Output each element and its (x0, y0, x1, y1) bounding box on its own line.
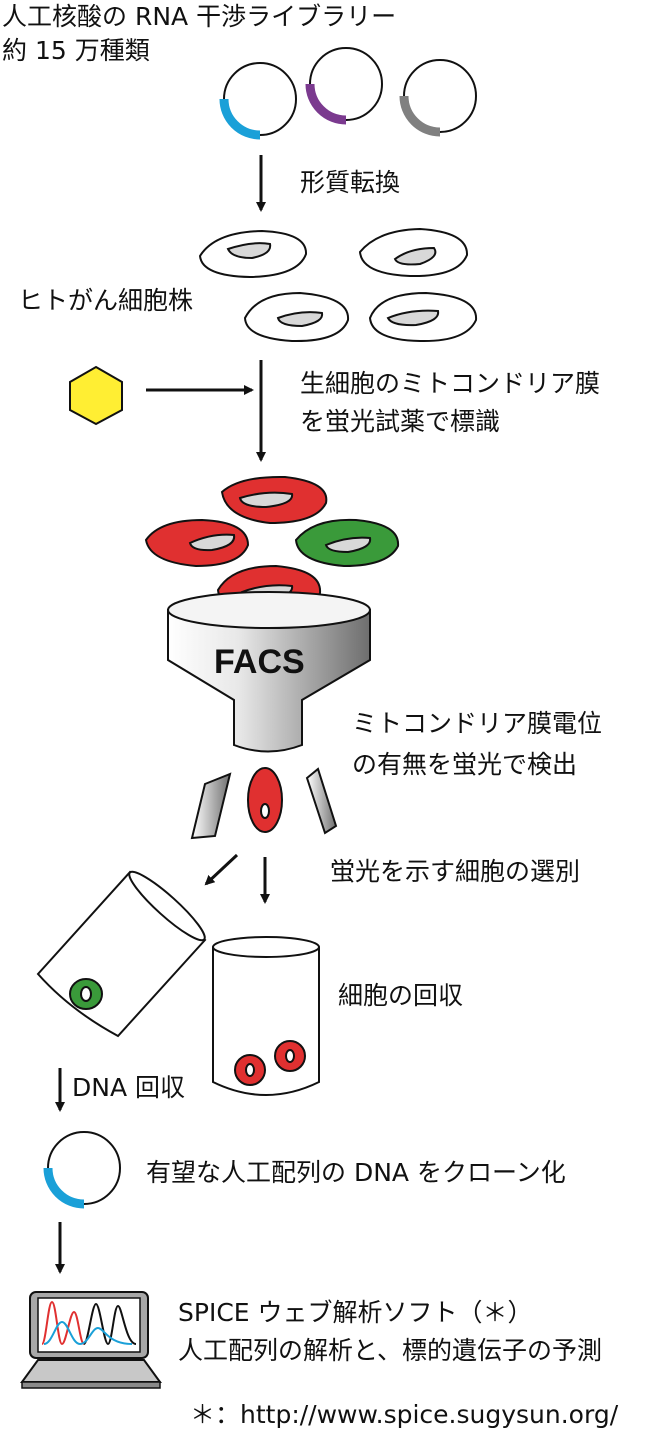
cell-line-label: ヒトがん細胞株 (18, 286, 194, 315)
tube-red (212, 936, 320, 1096)
plasmid-insert-blue (219, 98, 261, 140)
detection-label-line1: ミトコンドリア膜電位 (352, 709, 603, 738)
library-count: 約 15 万種類 (2, 36, 150, 65)
deflection-plate-right (305, 767, 338, 835)
spice-label-line2: 人工配列の解析と、標的遺伝子の予測 (178, 1336, 603, 1365)
dna-recovery-label: DNA 回収 (72, 1073, 186, 1102)
plasmid-library (219, 47, 477, 140)
sorting-label: 蛍光を示す細胞の選別 (330, 857, 581, 886)
footnote-url: ＊：http://www.spice.sugysun.org/ (190, 1400, 619, 1429)
collection-label: 細胞の回収 (338, 981, 464, 1010)
computer-icon (20, 1291, 162, 1389)
labeling-label-line1: 生細胞のミトコンドリア膜 (300, 369, 601, 398)
arrow-sort-left (204, 853, 239, 886)
facs-label: FACS (214, 643, 305, 681)
plasmid-insert-purple (305, 83, 347, 125)
detection-label-line2: の有無を蛍光で検出 (352, 750, 578, 779)
facs-funnel (167, 591, 371, 753)
labeling-label-line2: を蛍光試薬で標識 (300, 407, 501, 436)
sorting-stage (190, 767, 338, 840)
plasmid-insert-gray (399, 95, 441, 137)
sorted-red-cell (247, 767, 283, 833)
fluorescent-reagent-icon (69, 365, 123, 426)
spice-label-line1: SPICE ウェブ解析ソフト（＊） (178, 1298, 533, 1327)
cloned-plasmid (43, 1131, 121, 1209)
tube-green (36, 870, 207, 1038)
cloning-label: 有望な人工配列の DNA をクローン化 (146, 1158, 566, 1187)
deflection-plate-left (190, 772, 232, 840)
step-transform-label: 形質転換 (300, 168, 401, 197)
cancer-cells (198, 227, 478, 343)
library-title: 人工核酸の RNA 干渉ライブラリー (2, 2, 397, 31)
